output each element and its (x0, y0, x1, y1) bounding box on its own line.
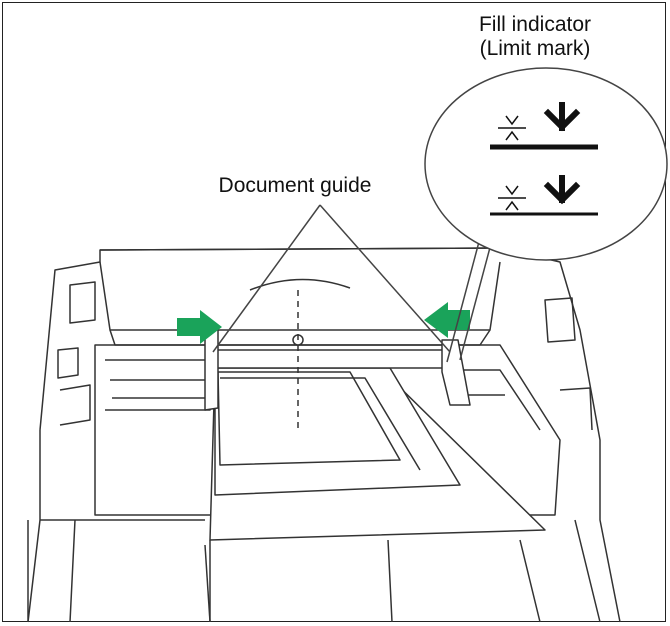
arrow-down-icon (543, 102, 581, 132)
document-top-bar (212, 349, 446, 369)
arrow-left-icon (424, 302, 470, 338)
arrow-down-icon (543, 175, 581, 205)
limit-mark-icon (498, 115, 526, 141)
callout-line-right (319, 204, 451, 353)
limit-mark-icon (498, 185, 526, 211)
document-guide-left (204, 329, 219, 411)
limit-mark-title: (Limit mark) (479, 37, 591, 60)
callout-line-fill (446, 237, 493, 363)
callout-line-left (212, 204, 321, 353)
limit-mark-bottom (490, 175, 598, 216)
document-sheet-mid (214, 367, 461, 496)
magnify-circle (424, 67, 668, 261)
guide-arrows (177, 302, 470, 344)
scanner-top-cover (99, 261, 501, 331)
limit-mark-top (490, 102, 598, 150)
fill-indicator-label: Fill indicator (Limit mark) (455, 13, 615, 61)
document-guide-label: Document guide (218, 174, 372, 197)
document-guide-right (441, 339, 471, 406)
arrow-right-icon (177, 310, 222, 344)
document-sheet-small (217, 371, 401, 466)
fill-indicator-title: Fill indicator (478, 13, 592, 36)
tray-back-edge (94, 344, 561, 516)
